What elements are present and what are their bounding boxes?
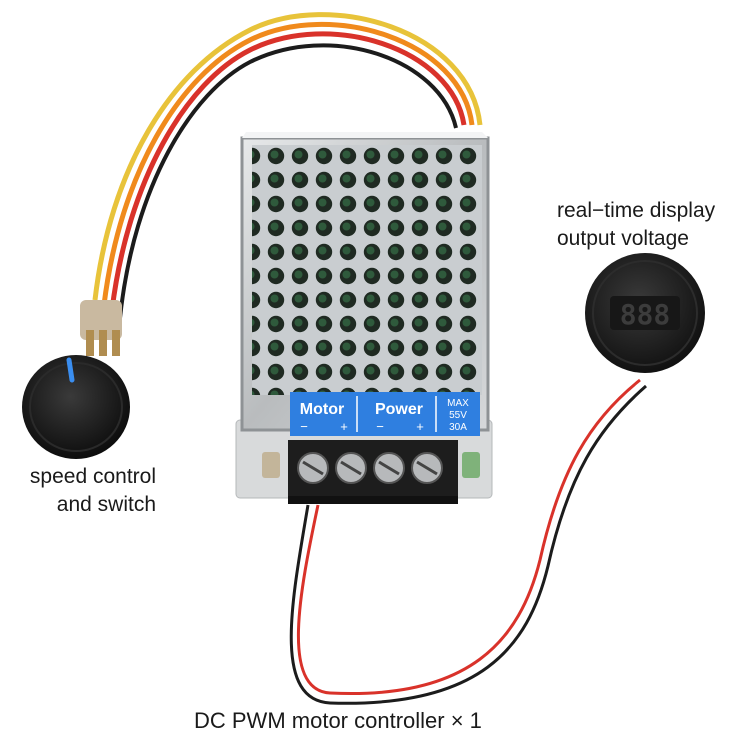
display-cable — [289, 378, 647, 705]
speed-control-caption-line-2: and switch — [56, 493, 156, 516]
display-caption-line-2: output voltage — [557, 227, 689, 250]
display-caption: real−time display output voltage — [557, 197, 715, 253]
motor-label: Motor — [300, 401, 344, 418]
terminal-block — [262, 440, 480, 504]
max-line-2: 55V — [449, 410, 467, 421]
power-plus: + — [416, 419, 424, 434]
motor-minus: − — [300, 419, 308, 434]
terminal-label: Motor − + Power − + MAX 55V 30A — [290, 392, 480, 436]
power-label: Power — [375, 401, 423, 418]
knob-cable — [80, 12, 483, 356]
speed-knob — [22, 355, 130, 459]
voltage-display: 888 — [585, 253, 705, 373]
power-minus: − — [376, 419, 384, 434]
max-line-3: 30A — [449, 422, 467, 433]
motor-plus: + — [340, 419, 348, 434]
max-line-1: MAX — [447, 398, 469, 409]
speed-control-caption: speed control and switch — [2, 463, 156, 519]
speed-control-caption-line-1: speed control — [29, 465, 156, 488]
display-caption-line-1: real−time display — [557, 199, 716, 222]
product-caption: DC PWM motor controller × 1 — [194, 708, 482, 733]
display-digits: 888 — [620, 298, 671, 331]
